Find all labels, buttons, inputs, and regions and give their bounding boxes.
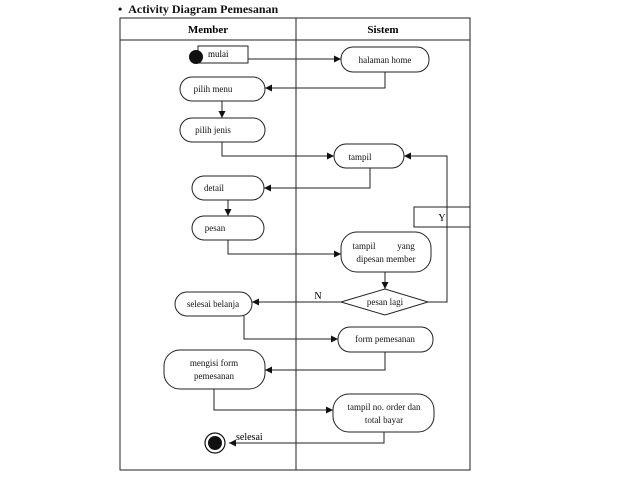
flow-selesai-to-form (243, 316, 338, 343)
label-tampil: tampil (349, 152, 372, 162)
node-tampil-order (332, 393, 435, 433)
diagram-title: Activity Diagram Pemesanan (128, 2, 279, 16)
label-mengisi-form-2: pemesanan (194, 371, 234, 381)
label-tampil-dipesan-1: tampil (353, 241, 376, 251)
label-detail: detail (204, 183, 224, 193)
node-tampil-dipesan (340, 231, 432, 273)
flow-home-to-pilih-menu (265, 72, 386, 92)
label-pilih-jenis: pilih jenis (195, 125, 231, 135)
bullet-marker: • (118, 2, 123, 16)
frame-border (119, 17, 471, 471)
label-pesan: pesan (205, 223, 226, 233)
swimlane-frame (119, 17, 471, 471)
end-node: selesai (204, 432, 263, 454)
lane-header-member: Member (188, 24, 228, 36)
guard-yes-label: Y (438, 213, 445, 224)
lane-header-sistem: Sistem (367, 24, 398, 36)
diagram-heading: • Activity Diagram Pemesanan (118, 2, 278, 17)
label-tampil-order-1: tampil no. order dan (348, 402, 421, 412)
node-detail (191, 175, 265, 201)
label-form-pemesanan: form pemesanan (355, 334, 415, 344)
guard-no-label: N (314, 291, 321, 302)
end-inner-circle (208, 436, 222, 450)
label-mengisi-form-1: mengisi form (190, 358, 238, 368)
node-mengisi-form (163, 349, 266, 390)
flow-jenis-to-tampil (221, 142, 334, 160)
flow-tampil-to-detail (264, 168, 371, 192)
label-pesan-lagi: pesan lagi (367, 297, 404, 307)
label-tampil-dipesan-2: dipesan member (356, 254, 415, 264)
label-pilih-menu: pilih menu (194, 84, 233, 94)
node-pesan (191, 215, 265, 241)
label-selesai-belanja: selesai belanja (187, 299, 239, 309)
label-halaman-home: halaman home (359, 55, 412, 65)
guard-yes-box (413, 206, 471, 228)
end-label: selesai (236, 432, 263, 443)
flow-pesan-to-tampil-dipesan (227, 240, 341, 258)
flow-decision-yes (404, 152, 448, 303)
flow-form-to-mengisi (265, 352, 386, 374)
flow-order-to-end (229, 432, 385, 447)
start-node: mulai (189, 45, 249, 64)
flow-mengisi-to-order (213, 389, 333, 414)
label-tampil-order-2: total bayar (365, 415, 403, 425)
start-label: mulai (208, 49, 229, 59)
label-tampil-dipesan-1b: yang (397, 241, 415, 251)
start-circle (189, 50, 203, 64)
